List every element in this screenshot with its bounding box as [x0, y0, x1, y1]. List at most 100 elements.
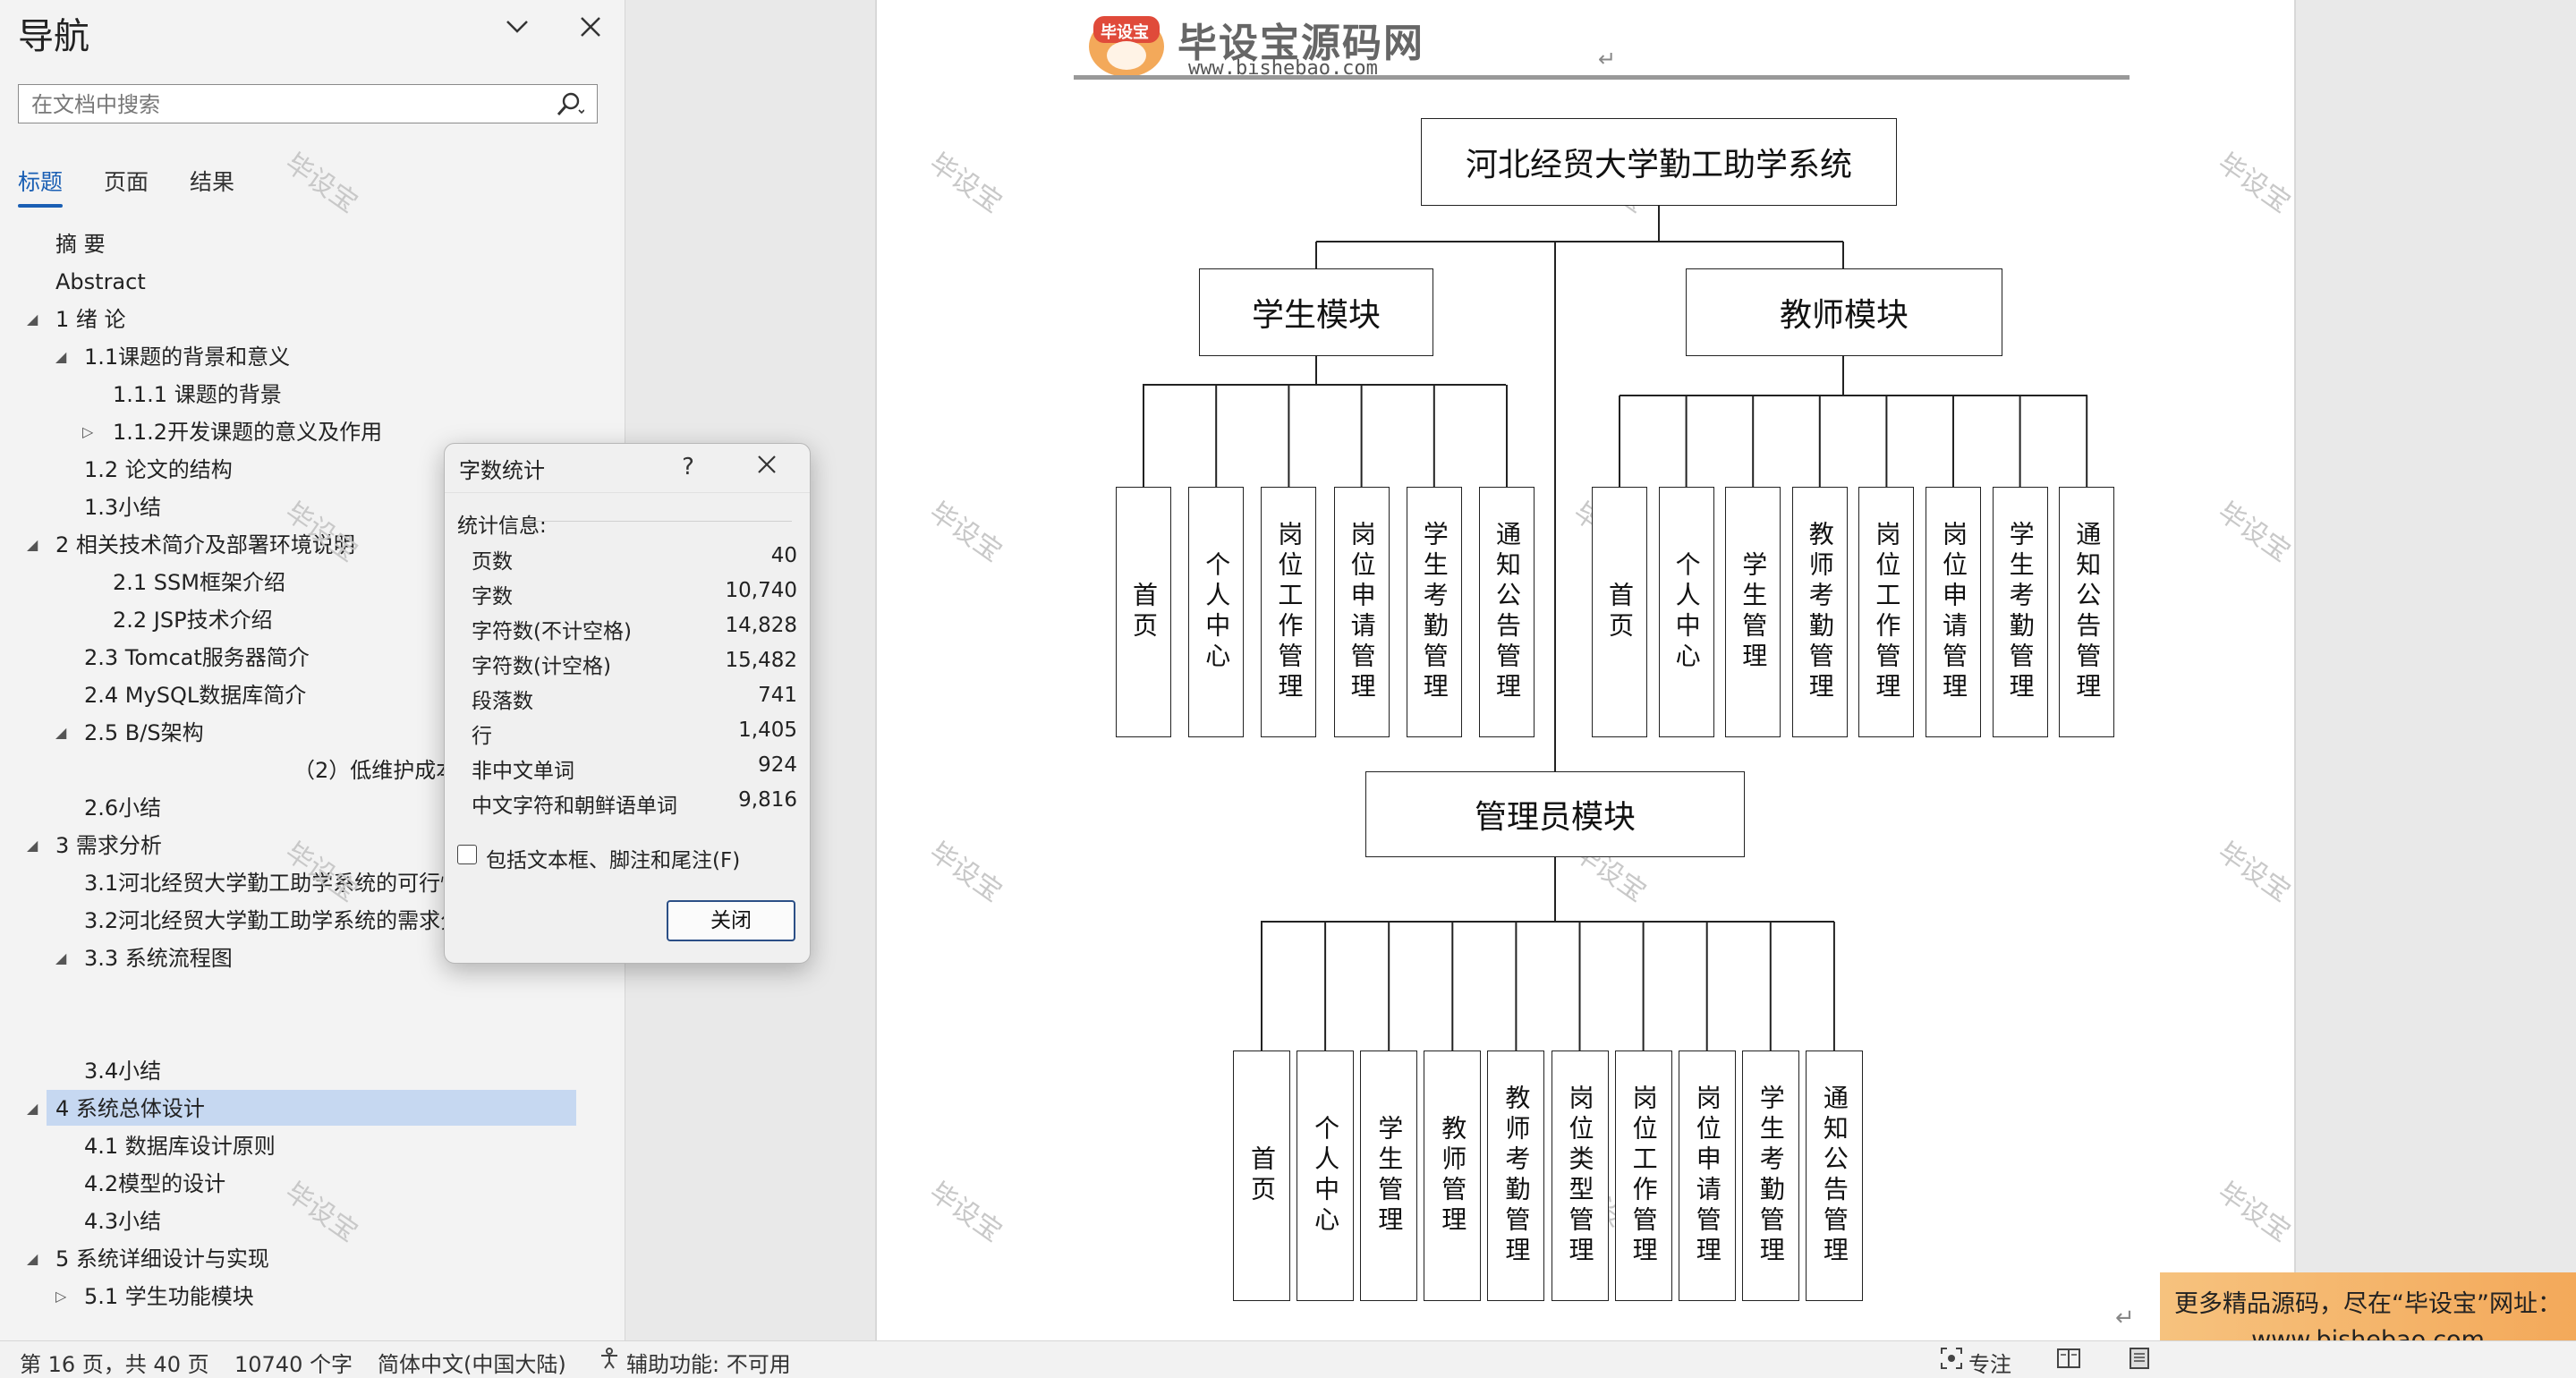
stat-value: 40 [770, 544, 797, 567]
help-icon[interactable]: ? [682, 454, 694, 481]
expand-arrow-icon[interactable]: ◢ [55, 348, 67, 365]
chart-leaf-box: 岗位申请管理 [1678, 1051, 1736, 1301]
outline-item[interactable]: 1 绪 论 [55, 307, 126, 332]
stat-label: 字符数(计空格) [472, 655, 611, 678]
chart-leaf-box: 岗位申请管理 [1333, 487, 1390, 737]
page-number-status[interactable]: 第 16 页，共 40 页 [20, 1352, 209, 1377]
chart-root-box: 河北经贸大学勤工助学系统 [1421, 118, 1897, 206]
student-module-label: 学生模块 [1251, 297, 1381, 334]
stat-label: 页数 [472, 550, 513, 574]
accessibility-status[interactable]: 辅助功能: 不可用 [626, 1352, 791, 1377]
focus-mode-label[interactable]: 专注 [1968, 1352, 2011, 1377]
outline-item[interactable]: 4.2模型的设计 [84, 1171, 226, 1196]
chart-leaf-box: 通知公告管理 [1805, 1051, 1863, 1301]
language-status[interactable]: 简体中文(中国大陆) [378, 1352, 566, 1377]
outline-item[interactable]: 4.3小结 [84, 1209, 162, 1234]
accessibility-icon[interactable] [598, 1347, 621, 1375]
admin-module-box: 管理员模块 [1365, 771, 1745, 857]
outline-item[interactable]: 3 需求分析 [55, 833, 162, 858]
chart-leaf-box: 学生管理 [1725, 487, 1781, 737]
tab-headings[interactable]: 标题 [18, 169, 64, 195]
outline-item[interactable]: 2.5 B/S架构 [84, 720, 204, 745]
expand-arrow-icon[interactable]: ◢ [55, 949, 67, 966]
chart-leaf-box: 学生管理 [1360, 1051, 1418, 1301]
expand-arrow-icon[interactable]: ◢ [27, 1250, 38, 1267]
outline-item[interactable]: 2.2 JSP技术介绍 [113, 608, 273, 633]
nav-search-box[interactable] [18, 84, 598, 123]
chart-leaf-box: 个人中心 [1297, 1051, 1355, 1301]
chart-leaf-box: 通知公告管理 [2059, 487, 2115, 737]
chart-leaf-box: 学生考勤管理 [1992, 487, 2048, 737]
nav-options-chevron-down-icon[interactable] [499, 13, 535, 48]
chart-leaf-box: 教师考勤管理 [1487, 1051, 1545, 1301]
chart-leaf-box: 岗位工作管理 [1261, 487, 1317, 737]
tab-pages[interactable]: 页面 [104, 169, 149, 195]
outline-item[interactable]: 1.3小结 [84, 495, 162, 520]
word-count-status[interactable]: 10740 个字 [234, 1352, 353, 1377]
collapse-arrow-icon[interactable]: ▷ [82, 423, 94, 440]
outline-item[interactable]: 1.1.1 课题的背景 [113, 382, 282, 407]
chart-leaf-box: 学生考勤管理 [1406, 487, 1462, 737]
include-textboxes-checkbox[interactable] [457, 845, 477, 864]
stats-section-label: 统计信息: [457, 515, 547, 538]
expand-arrow-icon[interactable]: ◢ [27, 536, 38, 553]
expand-arrow-icon[interactable]: ◢ [55, 724, 67, 741]
print-layout-icon[interactable] [2128, 1347, 2151, 1375]
outline-item[interactable]: Abstract [55, 269, 146, 294]
outline-item[interactable]: 5 系统详细设计与实现 [55, 1246, 269, 1272]
outline-item[interactable]: 1.1.2开发课题的意义及作用 [113, 420, 383, 445]
outline-item[interactable]: （2）低维护成本 [293, 758, 458, 783]
chart-leaf-box: 岗位申请管理 [1926, 487, 1981, 737]
outline-item[interactable]: 2 相关技术简介及部署环境说明 [55, 532, 355, 557]
outline-item[interactable]: 2.4 MySQL数据库简介 [84, 683, 307, 708]
chart-leaf-box: 首页 [1233, 1051, 1290, 1301]
outline-item[interactable]: 4 系统总体设计 [55, 1096, 205, 1121]
stat-row: 字符数(计空格) 15,482 [472, 649, 797, 684]
outline-item[interactable]: 4.1 数据库设计原则 [84, 1134, 276, 1159]
include-textboxes-label[interactable]: 包括文本框、脚注和尾注(F) [486, 849, 741, 872]
stat-value: 9,816 [738, 788, 797, 812]
outline-item[interactable]: 3.3 系统流程图 [84, 946, 233, 971]
chart-leaf-box: 教师管理 [1424, 1051, 1482, 1301]
close-button[interactable]: 关闭 [667, 900, 795, 941]
stat-row: 字符数(不计空格)14,828 [472, 614, 797, 649]
outline-item[interactable]: 1.1课题的背景和意义 [84, 344, 291, 370]
outline-item[interactable]: 2.6小结 [84, 795, 162, 821]
outline-item[interactable]: 3.2河北经贸大学勤工助学系统的需求分 [84, 908, 463, 933]
chart-leaf-box: 教师考勤管理 [1791, 487, 1848, 737]
chart-leaf-box: 岗位工作管理 [1858, 487, 1915, 737]
dialog-close-icon[interactable] [749, 449, 785, 485]
expand-arrow-icon[interactable]: ◢ [27, 310, 38, 327]
outline-item[interactable]: 1.2 论文的结构 [84, 457, 233, 482]
outline-item[interactable]: 2.3 Tomcat服务器简介 [84, 645, 310, 670]
collapse-arrow-icon[interactable]: ▷ [55, 1288, 67, 1305]
outline-item[interactable]: 2.1 SSM框架介绍 [113, 570, 285, 595]
focus-mode-icon[interactable] [1940, 1347, 1963, 1375]
admin-module-label: 管理员模块 [1474, 799, 1636, 836]
read-mode-icon[interactable] [2056, 1347, 2081, 1375]
teacher-module-label: 教师模块 [1779, 297, 1909, 334]
search-input[interactable] [30, 90, 552, 119]
expand-arrow-icon[interactable]: ◢ [27, 1100, 38, 1117]
tab-results[interactable]: 结果 [190, 169, 235, 195]
logo-badge: 毕设宝 [1084, 5, 1169, 79]
chart-leaf-box: 个人中心 [1188, 487, 1245, 737]
paragraph-mark-icon: ↵ [2115, 1305, 2135, 1331]
outline-item[interactable]: 摘 要 [55, 232, 106, 257]
nav-close-icon[interactable] [573, 13, 608, 48]
outline-item[interactable]: 3.4小结 [84, 1059, 162, 1084]
outline-item[interactable]: 3.1河北经贸大学勤工助学系统的可行性 [84, 871, 463, 896]
stat-label: 中文字符和朝鲜语单词 [472, 795, 677, 818]
logo-title: 毕设宝源码网 [1177, 21, 1424, 66]
stat-row: 中文字符和朝鲜语单词 9,816 [472, 788, 797, 823]
search-icon[interactable] [556, 90, 585, 119]
expand-arrow-icon[interactable]: ◢ [27, 837, 38, 854]
chart-leaf-box: 首页 [1116, 487, 1171, 737]
outline-item[interactable]: 5.1 学生功能模块 [84, 1284, 254, 1309]
stat-label: 段落数 [472, 690, 533, 713]
stat-value: 15,482 [725, 649, 797, 672]
stat-value: 10,740 [725, 579, 797, 602]
